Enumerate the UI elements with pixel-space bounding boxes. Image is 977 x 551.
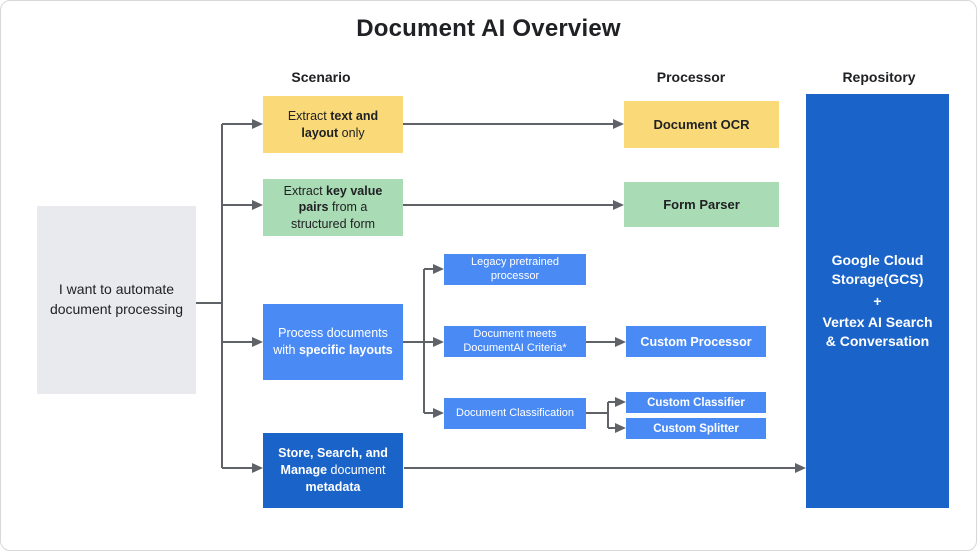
root-goal-box: I want to automate document processing bbox=[37, 206, 196, 394]
branch-legacy-pretrained: Legacy pretrained processor bbox=[444, 254, 586, 285]
scenario-layouts-bold: specific layouts bbox=[298, 343, 393, 357]
page-title: Document AI Overview bbox=[356, 15, 621, 42]
scenario-layouts-pre: Process documents with bbox=[273, 326, 388, 357]
scenario-extract-key-value: Extract key value pairs from a structure… bbox=[263, 179, 403, 236]
scenario-store-bold1: Store, Search, and Manage bbox=[278, 446, 388, 478]
scenario-extract-kv-post: from a structured form bbox=[290, 200, 376, 231]
scenario-extract-text-pre: Extract bbox=[287, 109, 331, 124]
branch-legacy-label: Legacy pretrained processor bbox=[470, 255, 560, 282]
processor-form-parser-label: Form Parser bbox=[663, 197, 740, 212]
column-header-processor: Processor bbox=[656, 69, 726, 85]
repository-line2: Vertex AI Search & Conversation bbox=[822, 314, 933, 350]
branch-documentai-criteria: Document meets DocumentAI Criteria* bbox=[444, 326, 586, 357]
scenario-extract-text-bold: text and layout bbox=[301, 109, 379, 140]
column-header-repository: Repository bbox=[842, 69, 916, 85]
branch-meets-label: Document meets DocumentAI Criteria* bbox=[463, 327, 567, 354]
processor-custom-classifier: Custom Classifier bbox=[626, 392, 766, 413]
processor-form-parser: Form Parser bbox=[624, 182, 779, 227]
scenario-specific-layouts: Process documents with specific layouts bbox=[263, 304, 403, 380]
scenario-extract-text-post: only bbox=[338, 125, 365, 140]
processor-document-ocr: Document OCR bbox=[624, 101, 779, 148]
branch-classification-label: Document Classification bbox=[456, 406, 574, 419]
repository-line1: Google Cloud Storage(GCS) bbox=[831, 251, 924, 287]
processor-custom-splitter: Custom Splitter bbox=[626, 418, 766, 439]
repository-plus: + bbox=[873, 292, 882, 309]
scenario-store-mid: document bbox=[327, 463, 386, 478]
processor-classifier-label: Custom Classifier bbox=[647, 396, 745, 409]
scenario-extract-kv-pre: Extract bbox=[283, 184, 327, 199]
column-header-scenario: Scenario bbox=[291, 69, 351, 85]
root-goal-text: I want to automate document processing bbox=[49, 281, 184, 317]
branch-document-classification: Document Classification bbox=[444, 398, 586, 429]
processor-ocr-label: Document OCR bbox=[653, 117, 750, 132]
processor-custom-label: Custom Processor bbox=[640, 334, 752, 349]
scenario-store-search-manage: Store, Search, and Manage document metad… bbox=[263, 433, 403, 508]
scenario-extract-kv-bold: key value pairs bbox=[298, 184, 383, 215]
scenario-store-bold2: metadata bbox=[305, 479, 361, 494]
processor-splitter-label: Custom Splitter bbox=[653, 422, 739, 435]
repository-box: Google Cloud Storage(GCS) + Vertex AI Se… bbox=[806, 94, 949, 508]
scenario-extract-text-layout: Extract text and layout only bbox=[263, 96, 403, 153]
processor-custom-processor: Custom Processor bbox=[626, 326, 766, 357]
